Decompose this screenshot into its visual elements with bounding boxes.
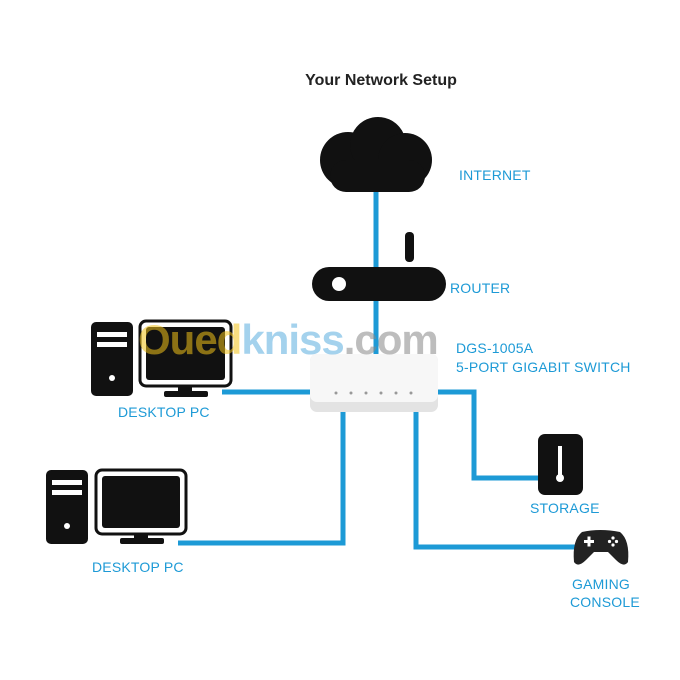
switch-desc-label: 5-PORT GIGABIT SWITCH <box>456 359 631 375</box>
diagram-title: Your Network Setup <box>305 72 457 89</box>
gamepad-icon <box>573 530 629 565</box>
gaming-console-label-line1: GAMING <box>572 576 630 592</box>
gaming-console-label-line2: CONSOLE <box>570 594 640 610</box>
storage-label: STORAGE <box>530 500 600 516</box>
watermark: Ouedkniss.com <box>138 316 439 363</box>
desktop-pc-label: DESKTOP PC <box>118 404 210 420</box>
link-switch-storage <box>436 389 540 481</box>
internet-label: INTERNET <box>459 167 531 183</box>
desktop-pc-icon <box>46 468 188 544</box>
router-icon <box>312 232 446 301</box>
router-label: ROUTER <box>450 280 511 296</box>
watermark-part: Oued <box>138 316 242 363</box>
switch-device <box>310 354 438 412</box>
storage-icon <box>538 434 583 495</box>
link-switch-gaming <box>413 408 578 550</box>
switch-model-label: DGS-1005A <box>456 340 534 356</box>
connection-lines <box>178 192 578 550</box>
watermark-part: kniss <box>241 316 344 363</box>
desktop-pc-label: DESKTOP PC <box>92 559 184 575</box>
watermark-part: .com <box>343 316 439 363</box>
link-switch-desktop2 <box>178 408 346 546</box>
desktop-pc-icon <box>91 319 233 397</box>
cloud-icon <box>320 117 432 192</box>
